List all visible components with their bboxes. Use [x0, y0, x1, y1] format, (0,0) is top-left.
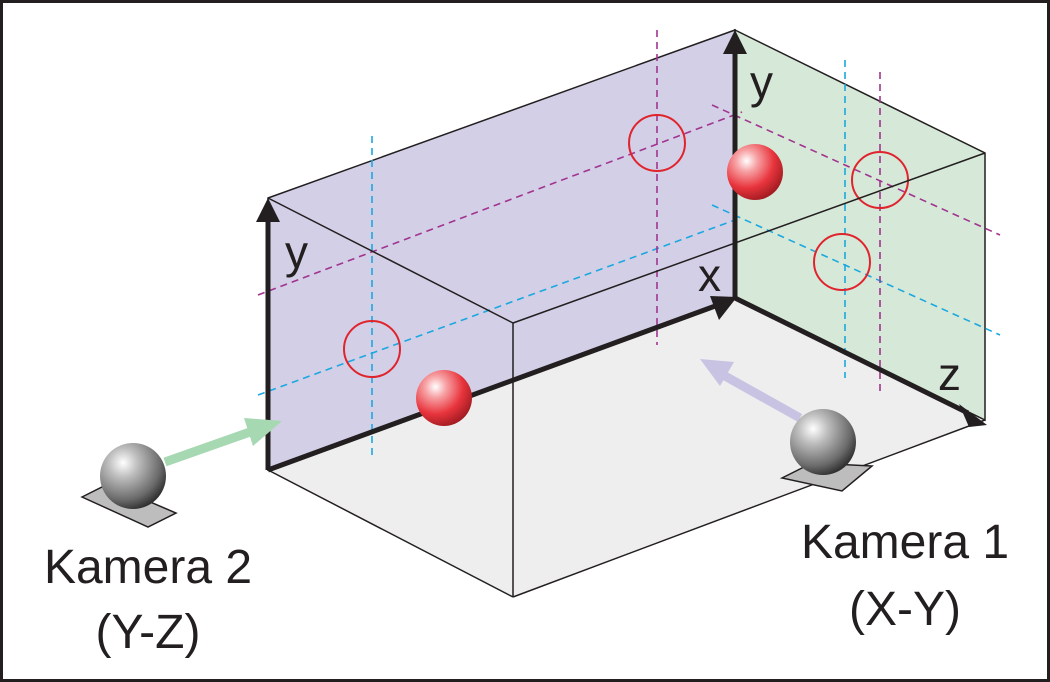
camera2-view-arrow: [163, 418, 282, 467]
camera2-name: Kamera 2: [44, 541, 252, 594]
axis-arrowheads: [256, 30, 987, 427]
box-front-edges: [267, 152, 986, 598]
x-axis: [267, 302, 719, 473]
back-y-axis-label: y: [750, 56, 773, 108]
red-ball-2: [727, 144, 783, 200]
z-axis-label: z: [938, 348, 961, 400]
camera1-view-arrow: [700, 359, 803, 422]
projection-circles: [343, 114, 909, 378]
camera1-base: [779, 462, 874, 492]
camera1-name: Kamera 1: [801, 516, 1009, 569]
z-axis: [733, 295, 970, 416]
magenta-projection-lines: [257, 30, 1001, 395]
cyan-projection-lines: [257, 60, 1001, 455]
projection-circle-xy-2: [628, 114, 686, 172]
left-y-axis-label: y: [285, 226, 308, 278]
camera1-icon: [790, 409, 856, 475]
camera1-plane: (X-Y): [849, 583, 961, 636]
camera1: [779, 409, 874, 492]
projection-circle-yz-2: [813, 233, 871, 291]
x-axis-label: x: [698, 249, 721, 301]
camera2: [80, 443, 178, 528]
floor-plane: [268, 298, 985, 597]
projection-circle-xy-1: [343, 320, 401, 378]
camera2-icon: [100, 443, 166, 509]
red-ball-1: [416, 370, 472, 426]
camera2-plane: (Y-Z): [96, 606, 201, 659]
